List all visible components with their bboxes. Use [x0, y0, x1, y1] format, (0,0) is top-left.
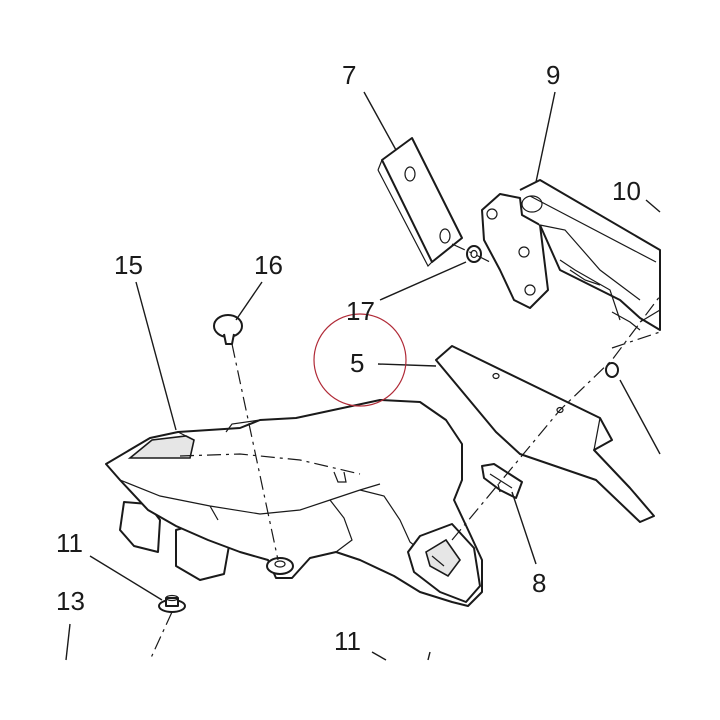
- assembly-axes: [149, 243, 661, 661]
- part-9-bracket[interactable]: [481, 179, 661, 331]
- callout-11-bottom[interactable]: 11: [334, 626, 361, 656]
- part-7-plate[interactable]: [377, 137, 463, 268]
- callout-10[interactable]: 10: [612, 176, 641, 206]
- callout-7[interactable]: 7: [342, 60, 356, 90]
- highlight-circle: [313, 313, 407, 407]
- callout-16[interactable]: 16: [254, 250, 283, 280]
- callout-5[interactable]: 5: [350, 348, 364, 378]
- part-11-bolt[interactable]: [158, 594, 186, 613]
- part-nut-right[interactable]: [605, 362, 619, 378]
- callout-11-left[interactable]: 11: [56, 528, 83, 558]
- callout-17[interactable]: 17: [346, 296, 375, 326]
- part-8-clip[interactable]: [481, 463, 523, 499]
- part-16-rivet[interactable]: [213, 314, 243, 345]
- part-17-washer[interactable]: [466, 245, 482, 263]
- callout-8[interactable]: 8: [532, 568, 546, 598]
- part-5-panel[interactable]: [435, 345, 655, 523]
- callout-15[interactable]: 15: [114, 250, 143, 280]
- callout-9[interactable]: 9: [546, 60, 560, 90]
- part-15-undertray[interactable]: [105, 399, 483, 607]
- leader-lines: [65, 91, 661, 661]
- callout-13[interactable]: 13: [56, 586, 85, 616]
